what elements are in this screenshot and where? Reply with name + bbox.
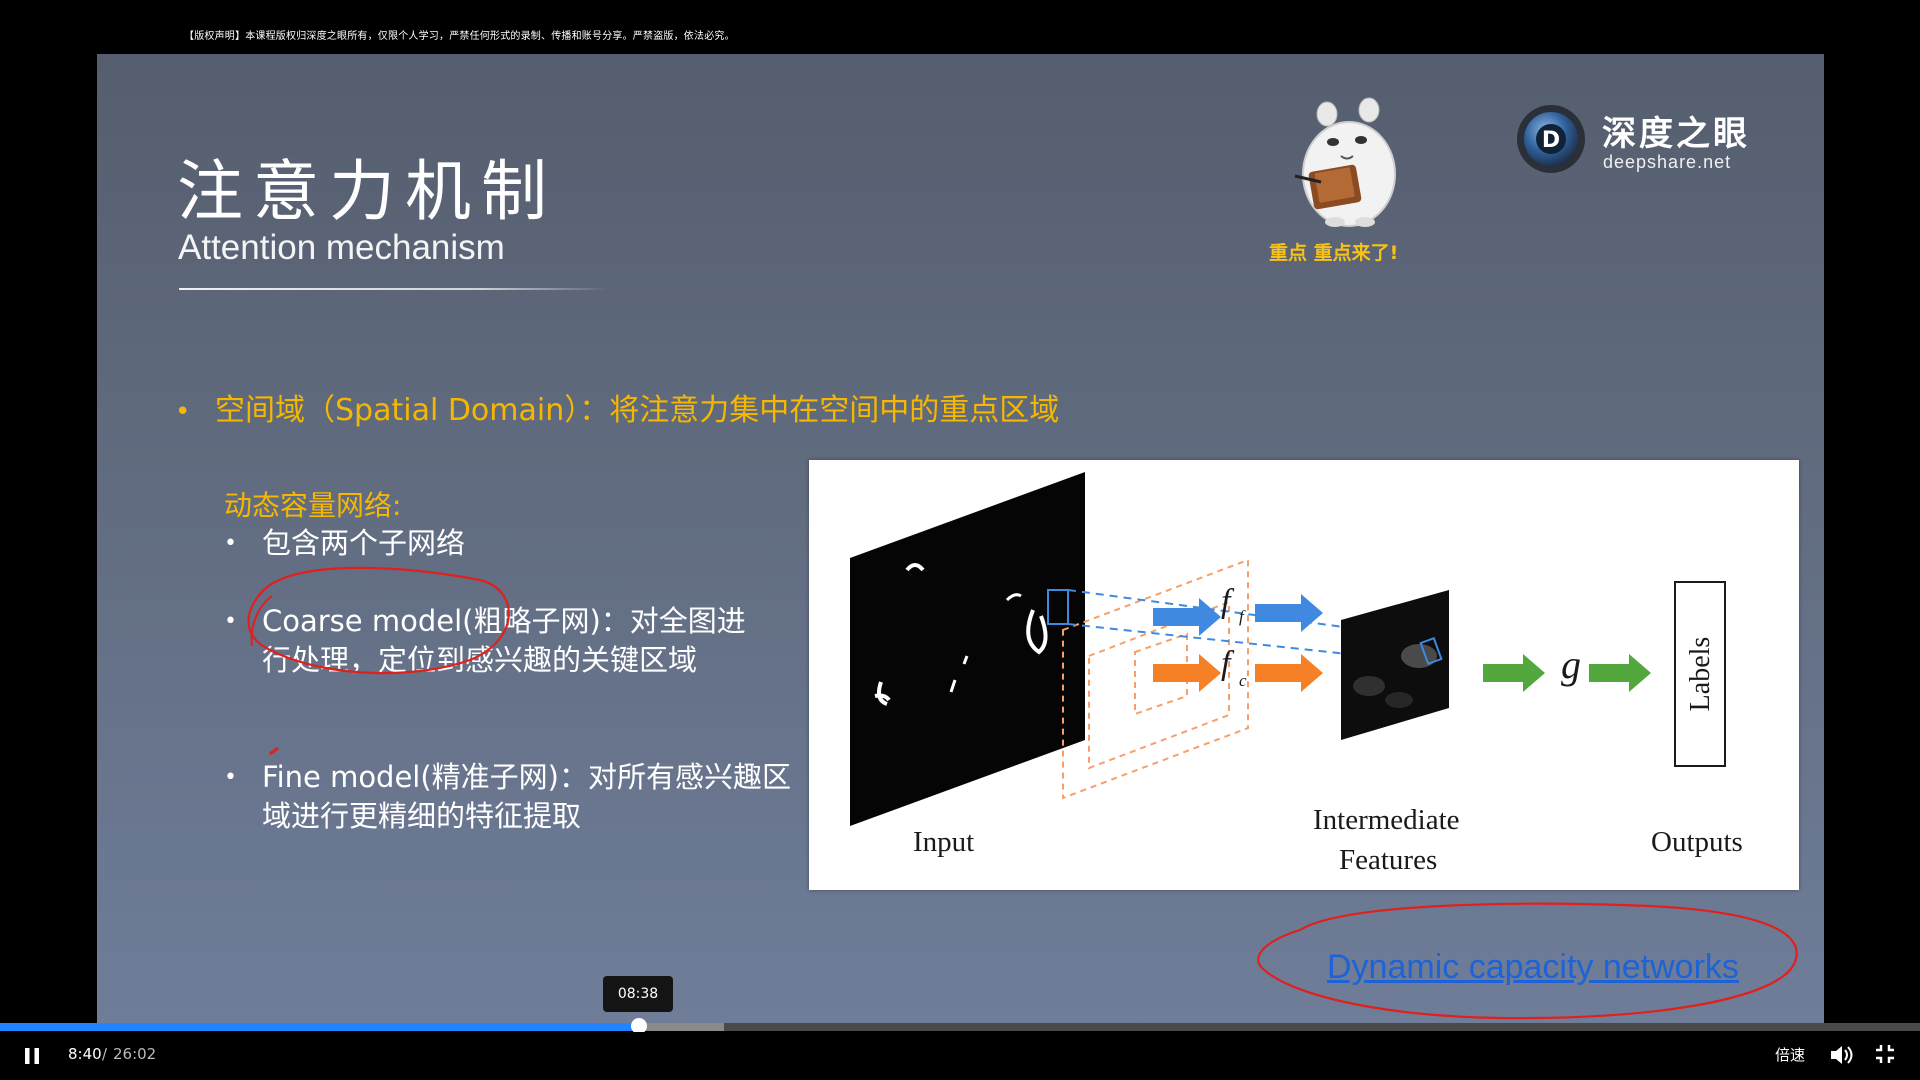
slide-title: 注意力机制 [177, 153, 557, 230]
list-item-text: Fine model(精准子网)：对所有感兴趣区域进行更精细的特征提取 [262, 760, 791, 833]
intermediate-features-map [1341, 590, 1449, 740]
copyright-notice: 【版权声明】本课程版权归深度之眼所有，仅限个人学习，严禁任何形式的录制、传播和账… [184, 31, 735, 42]
control-bar: 8:40 / 26:02 倍速 [0, 1032, 1920, 1080]
bullet-dot: • [175, 397, 191, 427]
architecture-figure: f f f c g Labels Input Intermediate [809, 460, 1799, 890]
logo-url: deepshare.net [1603, 152, 1732, 172]
labels-text: Labels [1685, 637, 1716, 712]
volume-icon[interactable] [1828, 1042, 1854, 1068]
hamster-mascot-image [1294, 97, 1396, 227]
green-arrow-icon [1589, 654, 1651, 692]
title-divider [179, 288, 609, 290]
projection-line [1067, 589, 1367, 631]
list-item-text: Coarse model(粗略子网)：对全图进行处理，定位到感兴趣的关键区域 [262, 604, 746, 677]
exit-fullscreen-icon[interactable] [1874, 1043, 1896, 1065]
dynamic-capacity-subheading: 动态容量网络: [224, 489, 402, 522]
list-item-text: 包含两个子网络 [262, 526, 466, 560]
input-label: Input [913, 826, 975, 858]
green-arrow-icon [1483, 654, 1545, 692]
orange-arrow-icon [1255, 654, 1323, 692]
label-f-coarse: f [1221, 645, 1235, 682]
label-f-fine-subscript: f [1239, 607, 1246, 626]
intermediate-label-line1: Intermediate [1313, 804, 1460, 836]
projection-line [1067, 623, 1367, 657]
logo-name: 深度之眼 [1602, 114, 1750, 154]
spatial-domain-text: 空间域（Spatial Domain）：将注意力集中在空间中的重点区域 [215, 393, 1060, 428]
progress-bar[interactable] [0, 1018, 1920, 1034]
bullet-dot: • [224, 609, 237, 634]
label-g: g [1561, 642, 1581, 687]
orange-arrow-icon [1153, 654, 1221, 692]
input-image [850, 472, 1085, 826]
intermediate-label-line2: Features [1339, 844, 1438, 876]
reference-link[interactable]: Dynamic capacity networks [1327, 948, 1739, 986]
playback-speed-button[interactable]: 倍速 [1775, 1046, 1806, 1064]
mascot-caption: 重点 重点来了! [1269, 242, 1399, 264]
current-time: 8:40 [68, 1045, 102, 1063]
progress-time-tooltip: 08:38 [603, 976, 673, 1012]
bullet-dot: • [224, 531, 237, 556]
total-time: 26:02 [113, 1045, 157, 1063]
label-f-fine: f [1221, 583, 1235, 620]
progress-played [0, 1023, 640, 1031]
slide: 注意力机制 Attention mechanism 重点 重点来了! [97, 54, 1824, 1026]
bullet-dot: • [224, 765, 237, 790]
labels-box [1674, 581, 1726, 767]
label-f-coarse-subscript: c [1239, 671, 1247, 690]
progress-handle[interactable] [631, 1018, 648, 1034]
blue-arrow-icon [1153, 598, 1221, 636]
deepshare-logo-icon: D [1517, 105, 1585, 173]
logo-letter: D [1542, 128, 1560, 153]
time-separator: / [102, 1045, 108, 1063]
pause-icon[interactable] [20, 1044, 44, 1068]
slide-subtitle: Attention mechanism [178, 228, 505, 267]
outputs-label: Outputs [1651, 826, 1743, 858]
blue-arrow-icon [1255, 594, 1323, 632]
spatial-domain-heading: • 空间域（Spatial Domain）：将注意力集中在空间中的重点区域 [175, 385, 1059, 429]
